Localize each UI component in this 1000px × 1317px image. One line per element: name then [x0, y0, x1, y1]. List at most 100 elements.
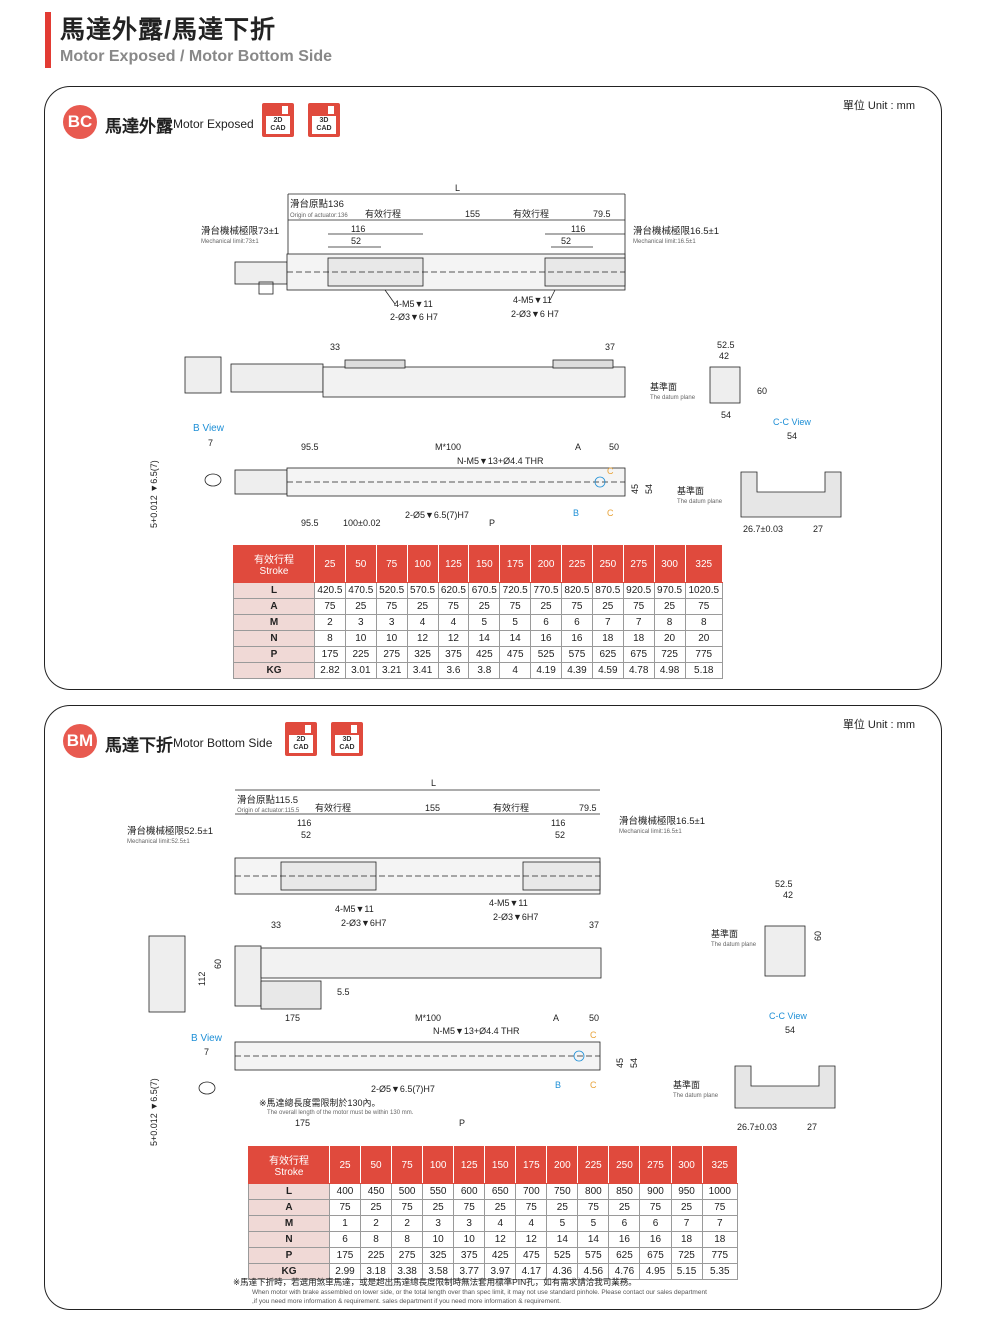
table-cell: 10 [375, 630, 408, 647]
stroke-column-header: 225 [577, 1146, 610, 1184]
stroke-header-line: 有效行程 [254, 555, 294, 566]
table-cell: 650 [484, 1183, 517, 1200]
table-cell: 7 [670, 1215, 703, 1232]
cad-3d-button-bm[interactable]: 3D CAD [331, 722, 363, 756]
table-cell: 1 [328, 1215, 362, 1232]
table-cell: 25 [360, 1199, 393, 1216]
page-title: 馬達外露/馬達下折 [60, 16, 276, 44]
table-cell: 16 [639, 1231, 672, 1248]
c-mark-bottom-bm: C [590, 1080, 597, 1090]
mech-limit-left-en: Mechanical limit:73±1 [201, 239, 259, 245]
table-cell: 75 [375, 598, 408, 615]
stroke-right: 有效行程 [513, 208, 549, 219]
stroke-column-header: 325 [701, 1146, 739, 1184]
table-cell: 16 [561, 630, 593, 647]
row-label: L [233, 582, 315, 599]
table-cell: 3.01 [344, 662, 377, 679]
table-cell: 325 [406, 646, 439, 663]
origin-en-bm: Origin of actuator:115.5 [237, 808, 300, 814]
dim-m100: M*100 [435, 442, 461, 452]
table-cell: 700 [515, 1183, 548, 1200]
stroke-column-header: 50 [360, 1146, 393, 1184]
dim-27-bm: 27 [807, 1122, 817, 1132]
table-cell: 2.82 [314, 662, 346, 679]
table-cell: 675 [639, 1247, 672, 1264]
table-cell: 475 [499, 646, 532, 663]
table-cell: 6 [561, 614, 593, 631]
stroke-column-header: 300 [670, 1146, 703, 1184]
m5-label-bm: 4-M5▼11 [335, 904, 374, 914]
footnote-en-1: When motor with brake assembled on lower… [252, 1289, 707, 1296]
table-cell: 5 [499, 614, 532, 631]
dim-60: 60 [757, 386, 767, 396]
stroke-left-bm: 有效行程 [315, 802, 351, 813]
table-cell: 4.56 [577, 1263, 610, 1280]
dim-175: 175 [285, 1013, 300, 1023]
cc-view-label: C-C View [773, 417, 811, 427]
table-cell: 25 [406, 598, 439, 615]
dim-42-bm: 42 [783, 890, 793, 900]
dim-155-bm: 155 [425, 803, 440, 813]
table-cell: 10 [422, 1231, 455, 1248]
table-cell: 75 [684, 598, 723, 615]
stroke-column-header: 75 [391, 1146, 424, 1184]
table-cell: 600 [453, 1183, 486, 1200]
stroke-column-header: 275 [639, 1146, 672, 1184]
table-cell: 5 [546, 1215, 579, 1232]
stroke-column-header: 175 [515, 1146, 548, 1184]
cad-2d-button-bm[interactable]: 2D CAD [285, 722, 317, 756]
table-cell: 775 [684, 646, 723, 663]
dim-79-5-bm: 79.5 [579, 803, 597, 813]
table-cell: 4.36 [546, 1263, 579, 1280]
m5-label: 4-M5▼11 [394, 299, 433, 309]
stroke-left: 有效行程 [365, 208, 401, 219]
table-cell: 375 [453, 1247, 486, 1264]
dim-52-bm-l: 52 [301, 830, 311, 840]
cad-2d-button[interactable]: 2D CAD [262, 103, 294, 137]
table-cell: 3 [453, 1215, 486, 1232]
dim-37: 37 [605, 342, 615, 352]
table-cell: 325 [422, 1247, 455, 1264]
table-cell: 3.38 [391, 1263, 424, 1280]
dim-A-bm: A [553, 1013, 559, 1023]
table-cell: 25 [670, 1199, 703, 1216]
table-cell: 425 [468, 646, 501, 663]
tolerance-label: 5+0.012 ▼6.5(7) [149, 460, 159, 528]
dim-50-bm: 50 [589, 1013, 599, 1023]
table-cell: 3.41 [406, 662, 439, 679]
cad-3d-label-bm: 3D CAD [335, 735, 359, 753]
pin-label-bm: 2-Ø3▼6H7 [341, 918, 386, 928]
table-cell: 575 [577, 1247, 610, 1264]
table-cell: 6 [530, 614, 562, 631]
dim-60-bm: 60 [813, 931, 823, 941]
stroke-column-header: 150 [484, 1146, 517, 1184]
table-cell: 25 [591, 598, 624, 615]
c-mark-bottom: C [607, 508, 614, 518]
panel-motor-bottom: 單位 Unit : mm BM 馬達下折 Motor Bottom Side 2… [44, 705, 942, 1310]
stroke-column-header: 200 [546, 1146, 579, 1184]
table-cell: 25 [344, 598, 377, 615]
table-cell: 625 [591, 646, 624, 663]
table-cell: 1020.5 [684, 582, 723, 599]
dim-52-left: 52 [351, 236, 361, 246]
dim-95-5: 95.5 [301, 442, 319, 452]
cad-3d-button[interactable]: 3D CAD [308, 103, 340, 137]
table-cell: 850 [608, 1183, 641, 1200]
table-cell: 8 [684, 614, 723, 631]
table-cell: 950 [670, 1183, 703, 1200]
badge-bc: BC [63, 105, 97, 139]
table-cell: 75 [639, 1199, 672, 1216]
table-cell: 25 [468, 598, 501, 615]
table-cell: 14 [468, 630, 501, 647]
row-label: KG [248, 1263, 330, 1280]
datum-label-2: 基準面 [677, 485, 704, 496]
table-cell: 8 [360, 1231, 393, 1248]
